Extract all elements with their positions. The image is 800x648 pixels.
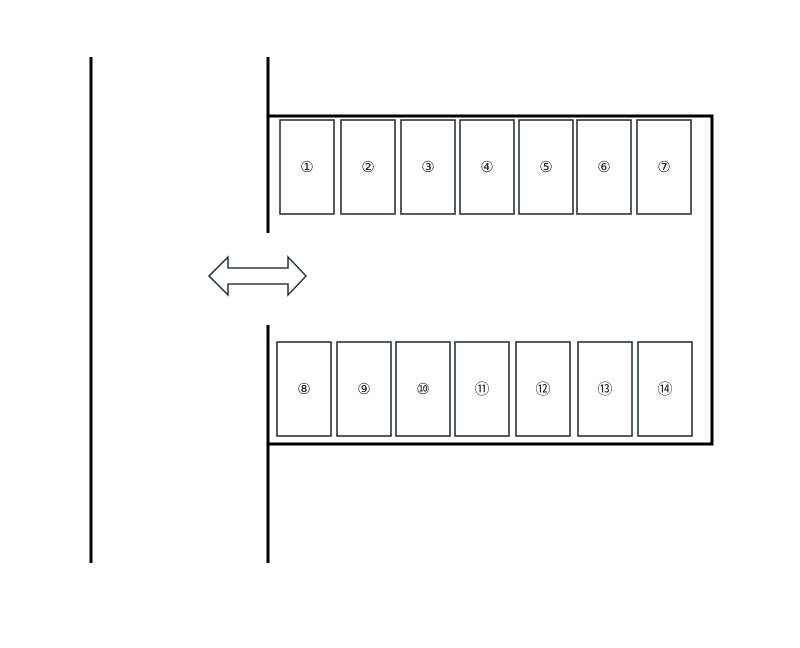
parking-stall: ⑤ — [518, 119, 574, 215]
stall-number: ⑥ — [597, 158, 610, 176]
stall-outline — [576, 119, 632, 215]
stall-outline — [577, 341, 633, 437]
parking-stall: ① — [279, 119, 335, 215]
stall-number: ⑭ — [657, 380, 672, 398]
parking-stall: ⑭ — [637, 341, 693, 437]
parking-stall: ⑥ — [576, 119, 632, 215]
parking-stall: ⑨ — [336, 341, 392, 437]
stall-outline — [518, 119, 574, 215]
stall-number: ⑧ — [297, 380, 310, 398]
parking-stall: ⑪ — [454, 341, 510, 437]
stall-outline — [400, 119, 456, 215]
parking-stall: ⑫ — [515, 341, 571, 437]
stall-number: ① — [300, 158, 313, 176]
parking-stall: ⑦ — [636, 119, 692, 215]
parking-stall: ⑬ — [577, 341, 633, 437]
parking-stall: ② — [340, 119, 396, 215]
stall-outline — [637, 341, 693, 437]
stall-outline — [454, 341, 510, 437]
stall-outline — [279, 119, 335, 215]
stall-outline — [336, 341, 392, 437]
parking-stall: ⑧ — [276, 341, 332, 437]
stall-outline — [459, 119, 515, 215]
stall-number: ③ — [421, 158, 434, 176]
stall-number: ⑩ — [416, 380, 429, 398]
stall-outline — [515, 341, 571, 437]
stall-outline — [636, 119, 692, 215]
stall-number: ⑫ — [535, 380, 550, 398]
stall-number: ④ — [480, 158, 493, 176]
stall-outline — [276, 341, 332, 437]
parking-stall: ④ — [459, 119, 515, 215]
stall-number: ⑦ — [657, 158, 670, 176]
lot-boundary — [268, 114, 714, 446]
stall-number: ⑨ — [357, 380, 370, 398]
stall-number: ⑪ — [474, 380, 489, 398]
stall-outline — [395, 341, 451, 437]
double-arrow-icon — [207, 254, 308, 298]
stall-outline — [340, 119, 396, 215]
stall-number: ② — [361, 158, 374, 176]
parking-stall: ③ — [400, 119, 456, 215]
stall-number: ⑬ — [597, 380, 612, 398]
stall-number: ⑤ — [539, 158, 552, 176]
parking-stall: ⑩ — [395, 341, 451, 437]
